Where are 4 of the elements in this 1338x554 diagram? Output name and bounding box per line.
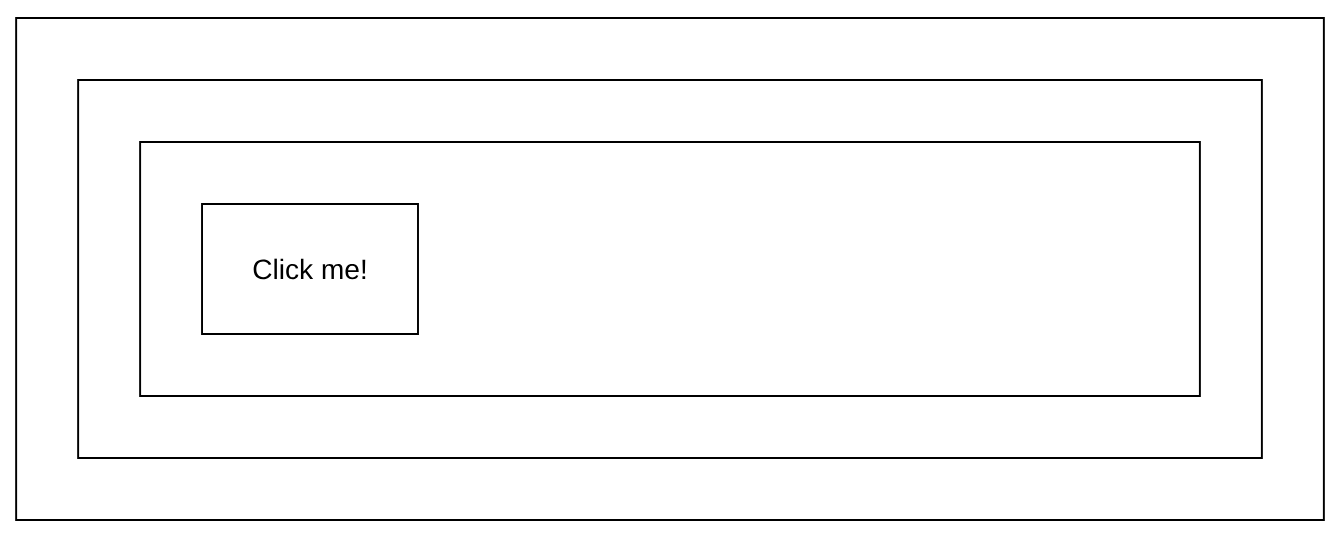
container-box	[139, 141, 1201, 397]
container-box	[77, 79, 1263, 459]
container-box	[15, 17, 1325, 521]
button: Click me!	[201, 203, 419, 335]
